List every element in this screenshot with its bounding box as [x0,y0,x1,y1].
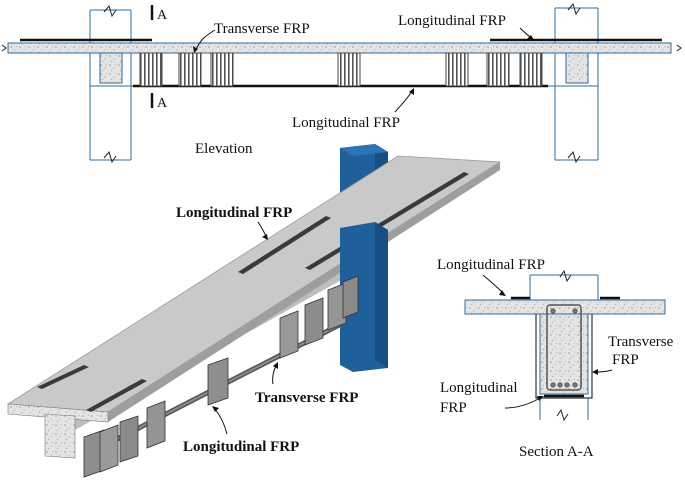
section-mark-bottom: A [150,93,168,111]
label-elev-transverse-frp: Transverse FRP [214,21,310,37]
svg-text:A: A [157,8,168,23]
section-stirrup [546,304,582,391]
label-sec-longitudinal-bottom-1: Longitudinal [440,380,518,396]
arrow-elev-transverse [195,29,216,51]
arrow-sec-longitudinal-bottom [504,397,541,409]
label-iso-longitudinal-top: Longitudinal FRP [176,205,292,221]
slab-break-marks [1,44,682,52]
column-break-marks [103,2,581,164]
elevation-right-column-lines [554,7,599,161]
label-sec-longitudinal-bottom-2: FRP [440,400,467,416]
elevation-transverse-jackets [139,52,543,87]
section-web [539,313,589,395]
elevation-left-beam-stub [99,52,123,84]
iso-transverse-sheets [83,275,359,478]
arrow-iso-longitudinal-bottom [214,408,228,435]
arrow-iso-transverse [272,365,277,385]
elevation-caption: Elevation [195,141,253,157]
elevation-right-beam-stub [565,52,589,84]
arrow-iso-longitudinal-top [257,221,267,237]
column-lower [340,222,388,372]
label-sec-longitudinal-top: Longitudinal FRP [437,257,545,273]
svg-text:A: A [157,96,168,111]
elevation-slab [7,42,672,54]
label-iso-longitudinal-bottom: Longitudinal FRP [183,439,299,455]
section-caption: Section A-A [519,444,594,460]
arrow-elev-longitudinal-bottom [394,90,413,113]
iso-slab-side [108,162,500,422]
iso-beam-end [44,413,76,459]
label-elev-longitudinal-top: Longitudinal FRP [398,13,506,29]
section-mark-top: A [150,5,168,23]
arrow-sec-longitudinal-top [482,274,503,293]
label-sec-transverse-1: Transverse [608,334,674,350]
arrow-sec-transverse [595,369,613,373]
iso-slab-top [6,155,502,413]
iso-slab-end [7,403,109,423]
label-sec-transverse-2: FRP [612,352,639,368]
label-elev-longitudinal-bottom: Longitudinal FRP [292,115,400,131]
section-a-a: Longitudinal FRP Transverse FRP Longitud… [437,257,674,460]
label-iso-transverse: Transverse FRP [255,390,358,406]
section-column-lines [529,274,599,300]
section-flange [464,299,666,315]
arrow-elev-longitudinal-top [519,27,532,39]
section-transverse-frp [535,314,593,399]
elevation-left-column-lines [89,9,132,161]
isometric-view: Longitudinal FRP Transverse FRP Longitud… [6,144,502,478]
section-rebars [550,308,578,388]
elevation-view: A A Transverse FRP Longitudinal FRP Long… [1,2,682,164]
